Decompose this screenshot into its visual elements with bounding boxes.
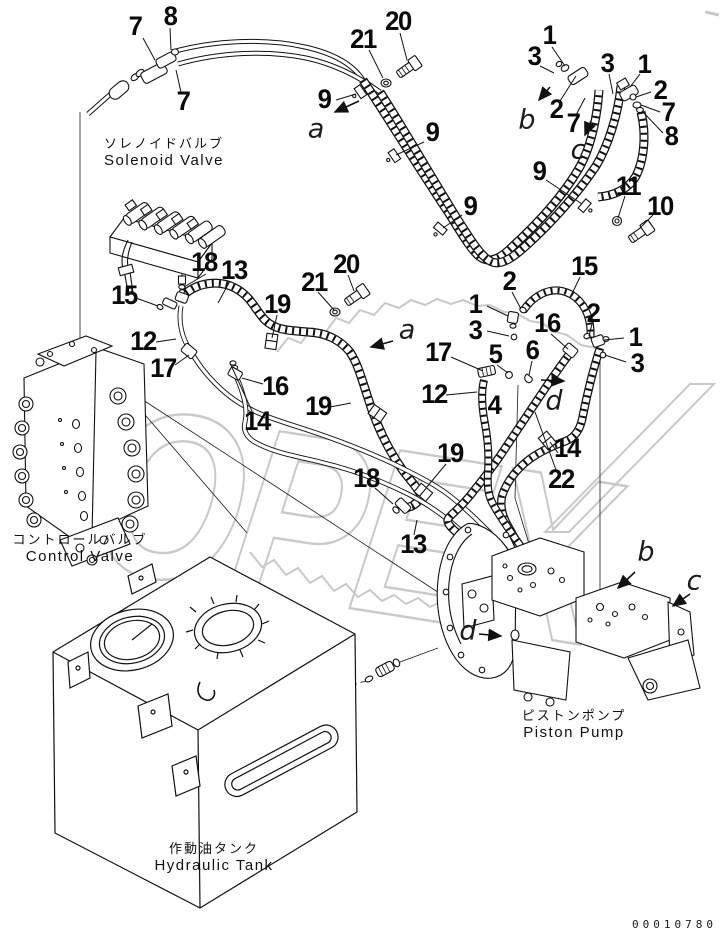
callout-10-19: 10 (647, 190, 674, 221)
hose-top-left (172, 41, 380, 92)
control-valve-label-jp: コントロールバルブ (12, 532, 148, 547)
hydraulic-tank-label: 作動油タンク Hydraulic Tank (124, 841, 304, 876)
hose-upper-wrapped (363, 80, 644, 263)
callout-5-40: 5 (488, 338, 503, 369)
view-letter-b-2: b (518, 104, 536, 136)
callout-9-6: 9 (425, 116, 440, 147)
view-letter-d-7: d (459, 615, 477, 647)
fittings (86, 48, 656, 683)
callout-3-10: 3 (527, 40, 542, 71)
callout-17-39: 17 (425, 336, 452, 367)
callout-13-48: 13 (400, 528, 427, 559)
callout-14-29: 14 (244, 405, 271, 436)
callout-12-42: 12 (421, 378, 448, 409)
callout-1-9: 1 (542, 19, 557, 50)
callout-7-2: 7 (176, 85, 191, 116)
solenoid-valve-label: ソレノイドバルブ Solenoid Valve (84, 136, 244, 171)
callout-6-41: 6 (525, 334, 540, 365)
callout-20-25: 20 (333, 248, 360, 279)
hydraulic-tank-drawing (52, 556, 358, 909)
piston-pump-label-en: Piston Pump (523, 724, 625, 742)
callout-2-36: 2 (586, 297, 601, 328)
callout-3-34: 3 (468, 314, 483, 345)
callout-12-26: 12 (130, 325, 157, 356)
callout-21-24: 21 (301, 266, 328, 297)
callout-9-5: 9 (317, 83, 332, 114)
view-letter-c-5: c (686, 565, 702, 597)
callout-21-3: 21 (350, 23, 377, 54)
callout-19-44: 19 (437, 437, 464, 468)
callout-7-0: 7 (128, 10, 143, 41)
solenoid-valve-label-en: Solenoid Valve (104, 152, 224, 170)
callout-9-8: 9 (532, 155, 547, 186)
callout-9-7: 9 (463, 190, 478, 221)
doc-number: 00010780 (632, 918, 717, 931)
view-letter-d-6: d (545, 385, 563, 417)
callout-1-14: 1 (637, 48, 652, 79)
hydraulic-tank-label-en: Hydraulic Tank (154, 857, 274, 875)
hydraulic-tank-label-jp: 作動油タンク (168, 841, 259, 856)
callout-15-22: 15 (111, 279, 138, 310)
piston-pump-drawing (436, 522, 701, 707)
callout-20-4: 20 (385, 5, 412, 36)
control-valve-drawing (12, 335, 149, 567)
callout-3-38: 3 (630, 347, 645, 378)
callout-16-35: 16 (534, 307, 561, 338)
callout-8-1: 8 (163, 0, 178, 31)
callout-7-12: 7 (566, 107, 581, 138)
leader-lines (135, 27, 664, 536)
view-arrows (333, 86, 691, 642)
solenoid-valve-label-jp: ソレノイドバルブ (103, 136, 224, 151)
control-valve-label: コントロールバルブ Control Valve (0, 532, 160, 567)
view-letter-b-3: b (637, 536, 655, 568)
control-valve-label-en: Control Valve (25, 548, 135, 566)
callout-13-21: 13 (221, 254, 248, 285)
callout-18-47: 18 (353, 462, 380, 493)
callout-8-17: 8 (664, 120, 679, 151)
callout-19-23: 19 (264, 288, 291, 319)
callout-17-27: 17 (150, 352, 177, 383)
piston-pump-label-jp: ピストンポンプ (521, 708, 627, 723)
callout-16-28: 16 (262, 370, 289, 401)
callout-2-31: 2 (502, 265, 517, 296)
callout-7-16: 7 (661, 96, 676, 127)
callout-19-30: 19 (305, 390, 332, 421)
callout-4-43: 4 (487, 389, 502, 420)
callout-1-37: 1 (628, 321, 643, 352)
callout-2-11: 2 (549, 93, 564, 124)
callout-14-45: 14 (554, 432, 581, 463)
callout-2-15: 2 (653, 74, 668, 105)
callout-22-46: 22 (548, 463, 575, 494)
solenoid-valve-drawing (109, 199, 226, 294)
callout-3-13: 3 (600, 47, 615, 78)
view-letter-c-4: c (570, 134, 586, 166)
piston-pump-label: ピストンポンプ Piston Pump (484, 708, 664, 743)
callout-18-20: 18 (191, 246, 218, 277)
callout-15-32: 15 (571, 250, 598, 281)
callout-1-33: 1 (468, 288, 483, 319)
view-letter-a-0: a (307, 113, 325, 145)
view-letter-a-1: a (398, 314, 416, 346)
callout-11-18: 11 (615, 170, 642, 201)
